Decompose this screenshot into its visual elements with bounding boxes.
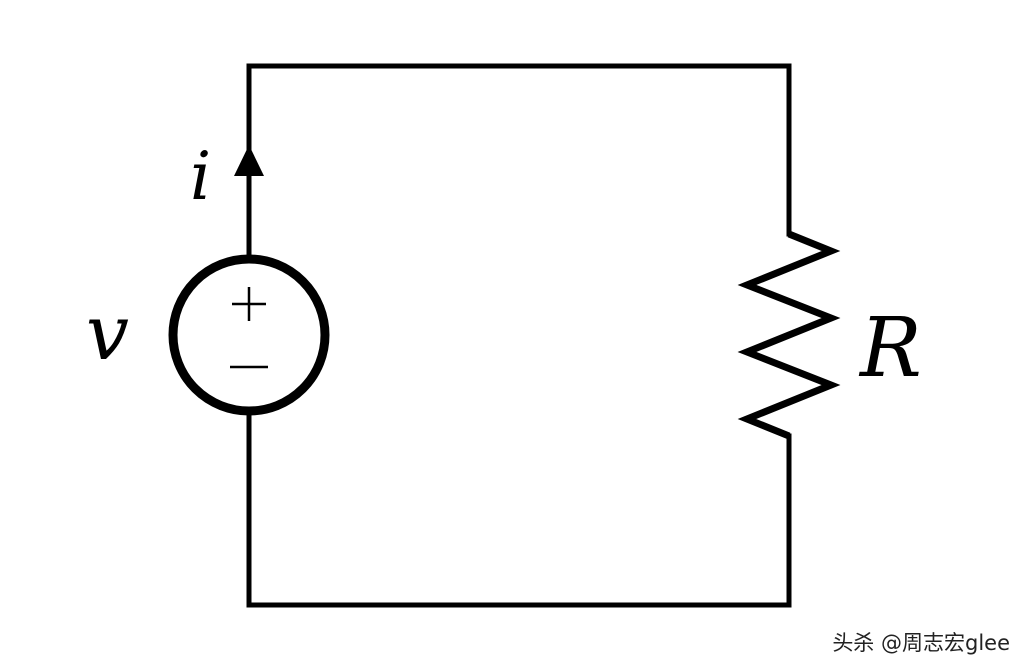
resistance-label: R	[858, 301, 922, 396]
voltage-source	[168, 254, 330, 416]
plus-sign-icon	[232, 287, 266, 321]
current-arrow-icon	[234, 145, 264, 176]
watermark-text: 头杀 @周志宏glee	[832, 631, 1010, 655]
voltage-label: v	[86, 288, 129, 377]
resistor-zigzag	[737, 230, 841, 440]
current-label: i	[190, 138, 211, 215]
